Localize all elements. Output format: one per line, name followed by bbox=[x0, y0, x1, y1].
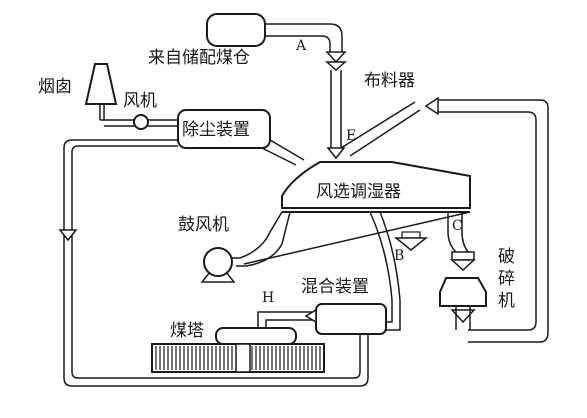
label-mixer: 混合装置 bbox=[301, 277, 369, 297]
coal-storage-tank bbox=[206, 13, 266, 47]
blower-supply-line bbox=[222, 211, 471, 267]
label-point-e: E bbox=[346, 128, 356, 144]
label-distributor: 布料器 bbox=[364, 71, 415, 91]
label-fan: 风机 bbox=[123, 91, 157, 111]
down-arrow-icon bbox=[393, 231, 429, 251]
mixer-box bbox=[315, 303, 387, 335]
dust-removal-box bbox=[177, 109, 271, 149]
pipe-h bbox=[257, 308, 317, 328]
fan-icon bbox=[133, 114, 149, 130]
label-coal-tower: 煤塔 bbox=[170, 321, 204, 341]
dust-return-loop bbox=[58, 139, 369, 387]
label-separator: 风选调湿器 bbox=[316, 182, 401, 202]
separator-vessel bbox=[281, 161, 471, 213]
blower-icon bbox=[200, 247, 236, 283]
pipe-f bbox=[261, 139, 305, 166]
coal-tower-slats bbox=[155, 346, 321, 370]
chimney bbox=[84, 63, 118, 120]
label-crusher-1: 破 bbox=[498, 247, 515, 267]
feed-pipe-a bbox=[265, 23, 347, 72]
label-point-h: H bbox=[262, 290, 274, 306]
label-blower: 鼓风机 bbox=[178, 215, 229, 235]
crusher bbox=[439, 251, 487, 330]
crusher-return-loop bbox=[424, 96, 549, 343]
label-crusher-3: 机 bbox=[498, 291, 515, 311]
label-point-b: B bbox=[394, 248, 404, 264]
label-point-a: A bbox=[295, 38, 307, 54]
pipe-b bbox=[369, 211, 401, 331]
label-chimney: 烟囱 bbox=[38, 77, 72, 97]
label-coal-source: 来自储配煤仓 bbox=[148, 48, 250, 68]
crusher-return-diagonal bbox=[340, 101, 421, 157]
distributor-pipe bbox=[326, 70, 346, 160]
pipe-c bbox=[447, 212, 469, 253]
label-point-c: C bbox=[452, 218, 463, 234]
label-crusher-2: 碎 bbox=[498, 269, 515, 289]
label-dust-removal: 除尘装置 bbox=[182, 120, 250, 140]
